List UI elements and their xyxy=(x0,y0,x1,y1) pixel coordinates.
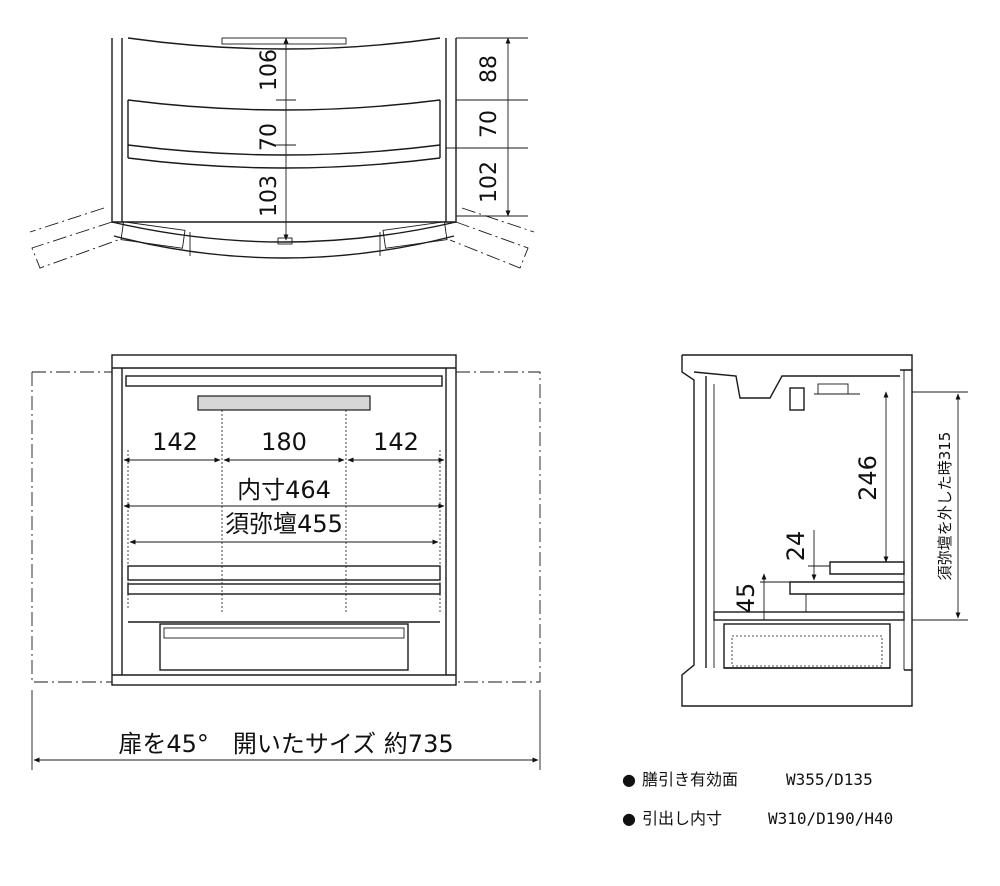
top-view xyxy=(29,37,535,269)
side-dim-246: 246 xyxy=(854,455,882,501)
side-dim-315-note: 須弥壇を外した時315 xyxy=(936,432,954,581)
spec-2-bullet: ● xyxy=(622,809,636,828)
front-dim-180: 180 xyxy=(261,428,307,456)
side-dim-45: 45 xyxy=(732,583,760,614)
top-dim-inner-3: 103 xyxy=(257,175,282,217)
front-shumidan-width: 須弥壇455 xyxy=(225,510,343,538)
spec-1-bullet: ● xyxy=(622,770,636,789)
front-inner-width: 内寸464 xyxy=(237,476,331,504)
front-dim-142-left: 142 xyxy=(152,428,198,456)
top-dim-inner-2: 70 xyxy=(257,123,282,151)
front-door-open-width: 扉を45° 開いたサイズ 約735 xyxy=(118,730,453,758)
side-dim-24: 24 xyxy=(782,531,810,562)
spec-2-label: 引出し内寸 xyxy=(642,809,722,828)
front-dim-142-right: 142 xyxy=(373,428,419,456)
spec-2-value: W310/D190/H40 xyxy=(768,809,893,828)
spec-list: ● 膳引き有効面 W355/D135 ● 引出し内寸 W310/D190/H40 xyxy=(622,770,893,828)
top-dim-outer-3: 102 xyxy=(477,161,502,203)
side-view xyxy=(681,354,968,707)
spec-1-value: W355/D135 xyxy=(786,770,873,789)
front-view xyxy=(31,354,541,770)
top-dim-inner-1: 106 xyxy=(257,49,282,91)
top-dim-outer-1: 88 xyxy=(477,55,502,83)
spec-1-label: 膳引き有効面 xyxy=(642,770,738,789)
top-dim-outer-2: 70 xyxy=(477,110,502,138)
